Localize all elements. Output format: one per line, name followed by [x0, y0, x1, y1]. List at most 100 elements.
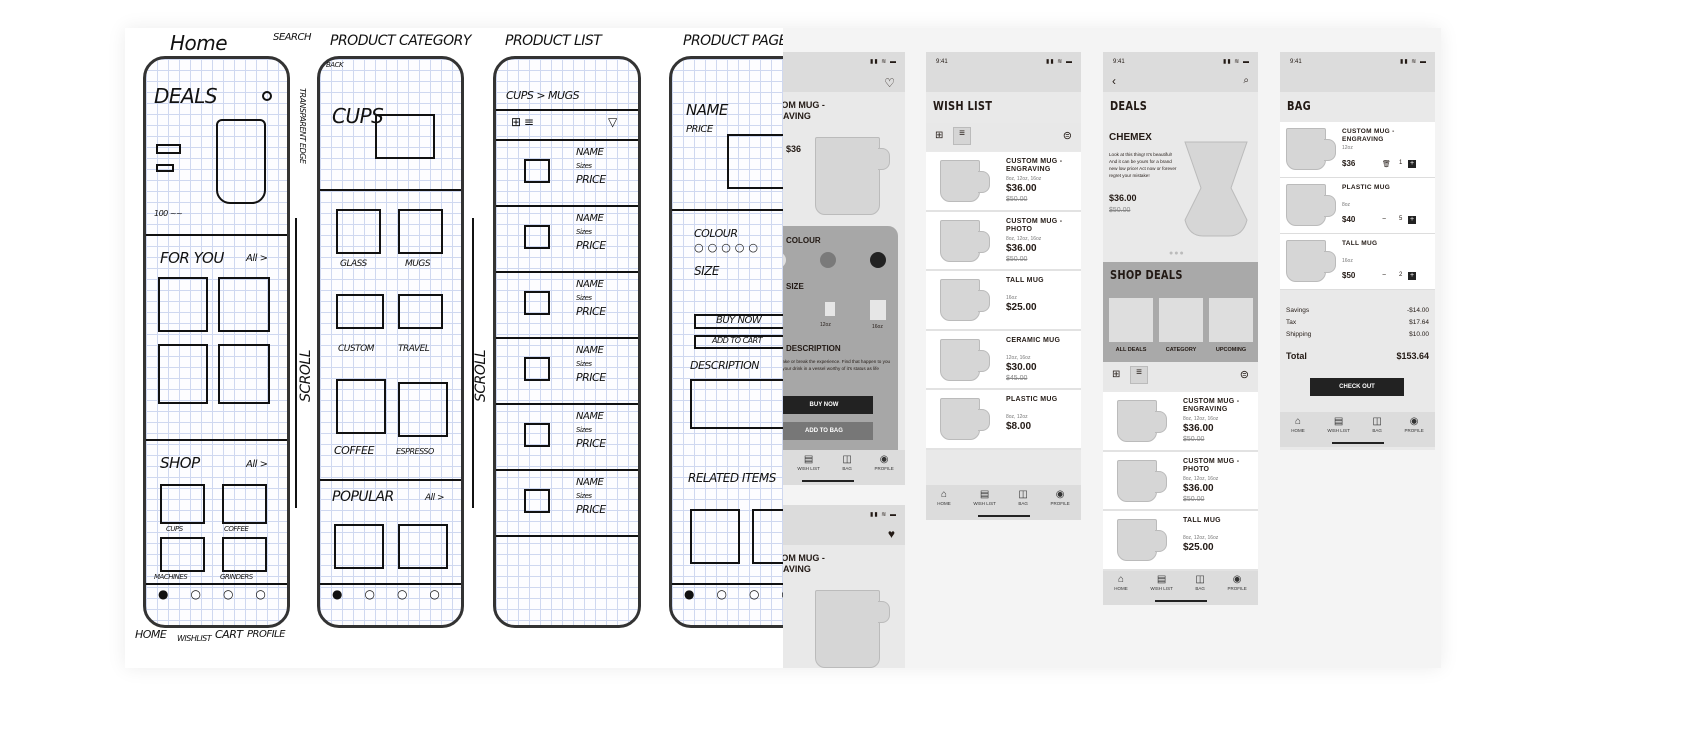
- size-label-16oz: 16oz: [872, 324, 883, 330]
- nav-label: BAG: [1018, 501, 1028, 506]
- nav-item-profile[interactable]: ◉PROFILE: [874, 454, 893, 485]
- minus-icon[interactable]: −: [1382, 272, 1387, 279]
- trash-icon[interactable]: 🗑: [1382, 161, 1391, 168]
- colour-swatch[interactable]: [783, 252, 786, 268]
- bag-icon: ◫: [1195, 574, 1205, 585]
- deal-tile[interactable]: [1109, 298, 1153, 342]
- plus-icon[interactable]: +: [1408, 160, 1416, 168]
- plus-icon[interactable]: +: [1408, 272, 1416, 280]
- home-icon: ⌂: [1294, 416, 1302, 427]
- nav-label: WISH LIST: [1327, 428, 1350, 433]
- sketch-tile-label: COFFEE: [334, 444, 374, 457]
- nav-item-bag[interactable]: ◫BAG: [842, 454, 852, 485]
- list-view-icon[interactable]: ≡: [1130, 366, 1148, 384]
- sketch-name: NAME: [686, 101, 728, 119]
- item-price: $36.00: [1006, 242, 1037, 254]
- item-price: $25.00: [1183, 542, 1214, 553]
- size-option-16oz[interactable]: [870, 300, 886, 320]
- sketch-row-price: PRICE: [576, 173, 606, 186]
- add-to-bag-button[interactable]: ADD TO BAG: [783, 422, 873, 440]
- options-panel: COLOUR SIZE 12oz 16oz DESCRIPTION A cup …: [783, 226, 898, 456]
- list-view-icon[interactable]: ≡: [953, 127, 971, 145]
- nav-item-wish-list[interactable]: ▤WISH LIST: [973, 489, 996, 520]
- sketch-title-list: PRODUCT LIST: [505, 33, 602, 49]
- sketch-annotation: CART: [215, 628, 243, 641]
- search-icon[interactable]: ⌕: [1243, 75, 1249, 86]
- nav-item-profile[interactable]: ◉PROFILE: [1404, 416, 1423, 447]
- heart-filled-icon[interactable]: ♥: [887, 527, 895, 541]
- size-label-12oz: 12oz: [820, 322, 831, 328]
- carousel-dots[interactable]: ●●●: [1169, 250, 1185, 257]
- product-thumbnail: [1286, 128, 1336, 170]
- product-thumbnail: [1117, 400, 1167, 442]
- summary-label: Savings: [1286, 307, 1310, 314]
- item-name: TALL MUG: [1006, 277, 1044, 284]
- grid-view-icon[interactable]: ⊞: [1112, 369, 1121, 380]
- nav-item-wish-list[interactable]: ▤WISH LIST: [797, 454, 820, 485]
- item-name: PLASTIC MUG: [1006, 396, 1058, 403]
- nav-item-home[interactable]: ⌂HOME: [1114, 574, 1128, 605]
- item-sizes: 8oz, 12oz, 16oz: [1183, 535, 1219, 541]
- colour-swatch[interactable]: [870, 252, 886, 268]
- minus-icon[interactable]: −: [1382, 216, 1387, 223]
- sketch-title-category: PRODUCT CATEGORY: [330, 33, 471, 49]
- nav-item-home[interactable]: ⌂HOME: [1291, 416, 1305, 447]
- checkout-button[interactable]: CHECK OUT: [1310, 378, 1404, 396]
- item-sizes: 8oz, 12oz, 16oz: [1183, 475, 1219, 482]
- sketch-back: BACK: [326, 61, 344, 69]
- item-old-price: $45.00: [1006, 374, 1028, 382]
- nav-item-profile[interactable]: ◉PROFILE: [1050, 489, 1069, 520]
- nav-item-bag[interactable]: ◫BAG: [1195, 574, 1205, 605]
- summary-value: $10.00: [1409, 331, 1429, 338]
- home-indicator: [1331, 442, 1384, 444]
- sketch-phone-home: DEALS 100 ~~ FOR YOU All > SHOP All > CU…: [143, 56, 290, 628]
- sketch-tile-label: GLASS: [340, 259, 367, 269]
- list-item[interactable]: TALL MUG 8oz, 12oz, 16oz$25.00: [1103, 511, 1258, 571]
- total-value: $153.64: [1396, 351, 1429, 361]
- plus-icon[interactable]: +: [1408, 216, 1416, 224]
- wishlist-icon: ▤: [979, 489, 990, 500]
- nav-item-wish-list[interactable]: ▤WISH LIST: [1327, 416, 1350, 447]
- nav-item-home[interactable]: ⌂HOME: [937, 489, 951, 520]
- home-indicator: [801, 480, 854, 482]
- nav-item-bag[interactable]: ◫BAG: [1018, 489, 1028, 520]
- section-title: SHOP DEALS: [1110, 268, 1183, 282]
- page-title: BAG: [1287, 99, 1311, 113]
- page-title: DEALS: [1110, 99, 1148, 113]
- product-detail-screen-2: ▮▮ ≋ ▬ ♥ CUSTOM MUG - ENGRAVING: [783, 505, 905, 668]
- back-icon[interactable]: ‹: [1112, 74, 1116, 88]
- nav-item-profile[interactable]: ◉PROFILE: [1227, 574, 1246, 605]
- item-name: TALL MUG: [1183, 517, 1221, 524]
- item-old-price: $50.00: [1006, 255, 1028, 263]
- filter-icon[interactable]: ⊜: [1239, 369, 1249, 381]
- deal-tile[interactable]: [1159, 298, 1203, 342]
- home-indicator: [1154, 600, 1207, 602]
- colour-swatch[interactable]: [820, 252, 836, 268]
- sketch-divider: [496, 469, 638, 471]
- item-price: $40: [1342, 215, 1356, 224]
- buy-now-button[interactable]: BUY NOW: [783, 396, 873, 414]
- description-label: DESCRIPTION: [786, 344, 841, 353]
- filter-icon[interactable]: ⊜: [1062, 130, 1072, 142]
- size-option-12oz[interactable]: [825, 302, 835, 316]
- grid-view-icon[interactable]: ⊞: [935, 130, 944, 141]
- sketch-row-name: NAME: [576, 345, 604, 356]
- heart-icon[interactable]: ♡: [884, 76, 895, 90]
- deal-tile[interactable]: [1209, 298, 1253, 342]
- nav-item-wish-list[interactable]: ▤WISH LIST: [1150, 574, 1173, 605]
- sketch-row-sizes: Sizes: [576, 162, 592, 170]
- nav-item-bag[interactable]: ◫BAG: [1372, 416, 1382, 447]
- quantity-value: 2: [1399, 272, 1403, 278]
- quantity-value: 1: [1399, 160, 1403, 166]
- bottom-nav: ⌂HOME ▤WISH LIST ◫BAG ◉PROFILE: [1280, 412, 1435, 447]
